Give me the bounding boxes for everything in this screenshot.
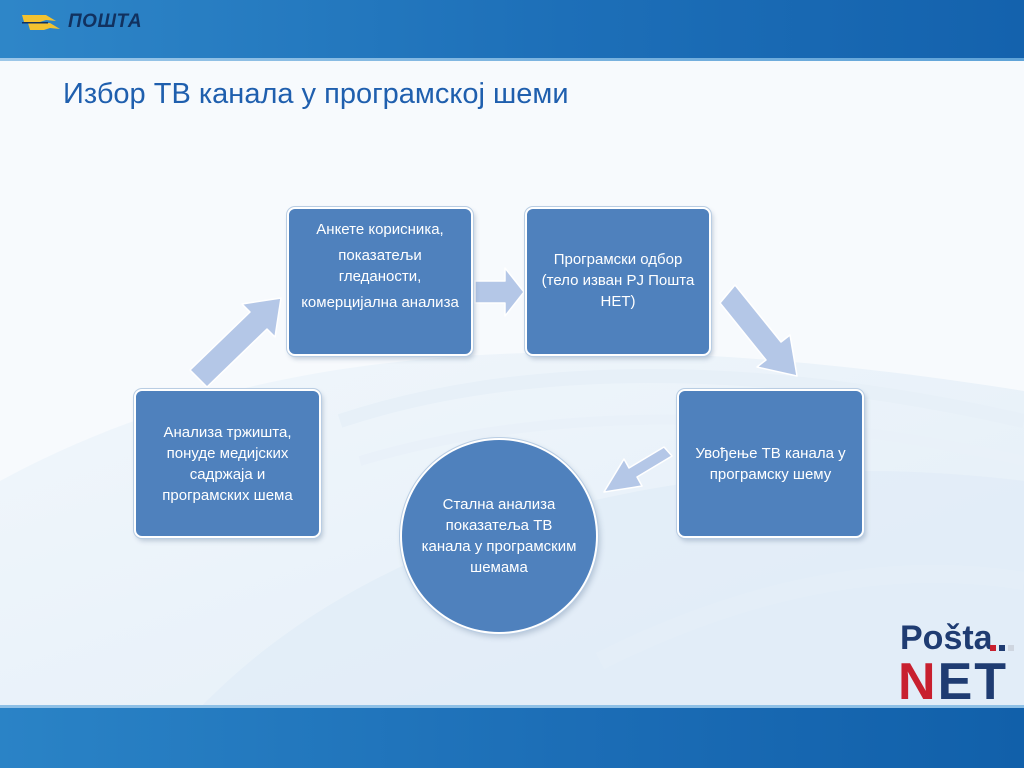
net-letter-e: E <box>937 653 975 711</box>
channel-introduction-box: Увођење ТВ канала у програмску шему <box>677 389 864 538</box>
dot-grey <box>1008 645 1014 651</box>
posta-horn-icon <box>22 15 60 30</box>
posta-net-top-text: Pošta <box>900 619 993 657</box>
continuous-analysis-text: Стална анализа показатеља ТВ канала у пр… <box>421 496 577 576</box>
posta-net-logo: Pošta N E T <box>898 618 1022 708</box>
program-committee-text: Програмски одбор (тело изван РЈ Пошта НЕ… <box>541 251 695 310</box>
arrow-down-right-icon <box>719 284 798 377</box>
footer-bar <box>0 708 1024 768</box>
surveys-box: Анкете корисника, показатељи гледаности,… <box>287 207 473 356</box>
posta-net-bottom-text: N E T <box>898 656 1008 708</box>
market-analysis-text: Анализа тржишта, понуде медијских садржа… <box>162 423 293 504</box>
posta-net-dots <box>990 645 1014 651</box>
header-divider <box>0 58 1024 61</box>
page-title: Избор ТВ канала у програмској шеми <box>63 78 569 110</box>
arrow-right-icon <box>474 267 525 317</box>
header-bar <box>0 0 1024 58</box>
logo-text: ПОШТА <box>68 11 143 32</box>
footer-divider <box>0 705 1024 708</box>
net-letter-n: N <box>898 653 938 711</box>
surveys-line-1: Анкете корисника, <box>316 221 444 238</box>
dot-red <box>990 645 996 651</box>
channel-introduction-text: Увођење ТВ канала у програмску шему <box>695 444 846 483</box>
arrow-down-left-icon <box>603 446 673 493</box>
program-committee-box: Програмски одбор (тело изван РЈ Пошта НЕ… <box>525 207 711 356</box>
dot-blue <box>999 645 1005 651</box>
market-analysis-box: Анализа тржишта, понуде медијских садржа… <box>134 389 321 538</box>
surveys-line-2: показатељи гледаности, <box>338 247 422 285</box>
arrow-up-right-icon <box>189 297 282 388</box>
posta-logo: ПОШТА <box>20 10 142 34</box>
surveys-line-3: комерцијална анализа <box>301 294 459 311</box>
continuous-analysis-circle: Стална анализа показатеља ТВ канала у пр… <box>400 438 598 634</box>
net-letter-t: T <box>974 653 1009 711</box>
